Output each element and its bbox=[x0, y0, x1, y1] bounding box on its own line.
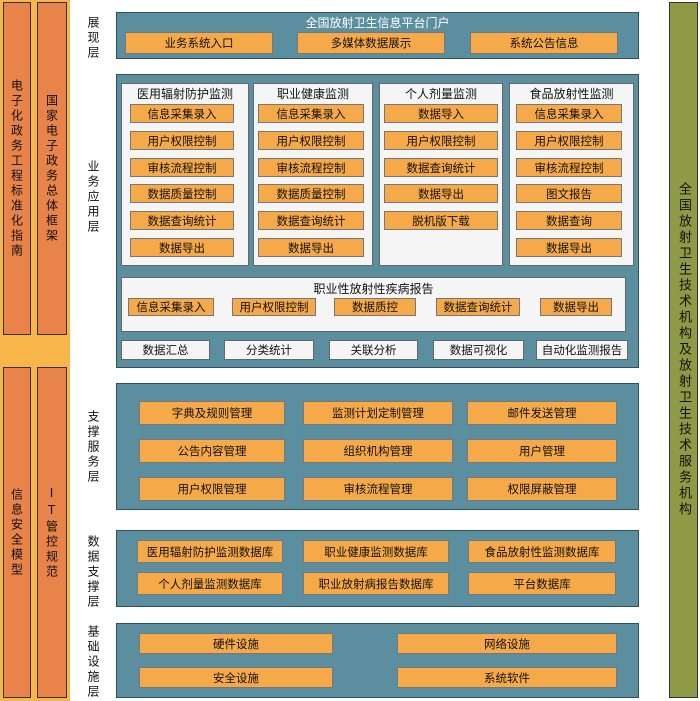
module-item[interactable]: 图文报告 bbox=[516, 184, 622, 203]
occupational-item[interactable]: 数据查询统计 bbox=[436, 298, 520, 316]
occupational-item[interactable]: 数据导出 bbox=[540, 298, 612, 316]
module-item[interactable]: 数据导入 bbox=[384, 104, 498, 123]
module-item[interactable]: 审核流程控制 bbox=[516, 158, 622, 177]
data-visualization-button[interactable]: 数据可视化 bbox=[433, 340, 524, 360]
module-item[interactable]: 数据查询统计 bbox=[258, 211, 364, 230]
module-item[interactable]: 审核流程控制 bbox=[130, 158, 234, 177]
support-item[interactable]: 字典及规则管理 bbox=[139, 401, 285, 425]
national-egov-framework-box: 国家电子政务总体框架 bbox=[37, 2, 67, 335]
business-system-entry-button[interactable]: 业务系统入口 bbox=[125, 32, 273, 54]
infrastructure-item[interactable]: 硬件设施 bbox=[139, 633, 333, 654]
module-item[interactable]: 数据质量控制 bbox=[130, 184, 234, 203]
module-item[interactable]: 信息采集录入 bbox=[516, 104, 622, 123]
module-item[interactable]: 数据导出 bbox=[130, 238, 234, 257]
module-item[interactable]: 审核流程控制 bbox=[258, 158, 364, 177]
portal-title: 全国放射卫生信息平台门户 bbox=[305, 16, 450, 30]
module-item[interactable]: 数据查询统计 bbox=[384, 158, 498, 177]
module-occupational-health: 职业健康监测 信息采集录入 用户权限控制 审核流程控制 数据质量控制 数据查询统… bbox=[253, 83, 373, 266]
module-item[interactable]: 数据查询统计 bbox=[130, 211, 234, 230]
infrastructure-item[interactable]: 网络设施 bbox=[397, 633, 617, 654]
database-item[interactable]: 医用辐射防护监测数据库 bbox=[137, 540, 283, 563]
module-item[interactable]: 用户权限控制 bbox=[384, 131, 498, 150]
database-item[interactable]: 职业放射病报告数据库 bbox=[303, 572, 449, 595]
module-title: 职业健康监测 bbox=[276, 87, 349, 101]
module-item[interactable]: 用户权限控制 bbox=[258, 131, 364, 150]
occupational-item[interactable]: 数据质控 bbox=[334, 298, 416, 316]
data-layer-panel: 医用辐射防护监测数据库 职业健康监测数据库 食品放射性监测数据库 个人剂量监测数… bbox=[116, 530, 639, 607]
data-layer-label: 数据支撑层 bbox=[86, 535, 100, 610]
auto-monitoring-report-button[interactable]: 自动化监测报告 bbox=[536, 340, 628, 360]
database-item[interactable]: 职业健康监测数据库 bbox=[303, 540, 449, 563]
support-item[interactable]: 邮件发送管理 bbox=[467, 401, 617, 425]
occupational-disease-report-panel: 职业性放射性疾病报告 信息采集录入 用户权限控制 数据质控 数据查询统计 数据导… bbox=[121, 277, 626, 332]
business-layer-label: 业务应用层 bbox=[86, 160, 100, 235]
classification-stats-button[interactable]: 分类统计 bbox=[224, 340, 314, 360]
module-personal-dose: 个人剂量监测 数据导入 用户权限控制 数据查询统计 数据导出 脱机版下载 bbox=[379, 83, 503, 266]
module-item[interactable]: 信息采集录入 bbox=[258, 104, 364, 123]
module-title: 个人剂量监测 bbox=[404, 87, 477, 101]
support-layer-label: 支撑服务层 bbox=[86, 410, 100, 485]
module-medical-radiation: 医用辐射防护监测 信息采集录入 用户权限控制 审核流程控制 数据质量控制 数据查… bbox=[121, 83, 249, 266]
module-item[interactable]: 数据导出 bbox=[258, 238, 364, 257]
occupational-item[interactable]: 用户权限控制 bbox=[232, 298, 316, 316]
database-item[interactable]: 食品放射性监测数据库 bbox=[468, 540, 616, 563]
business-layer-panel: 医用辐射防护监测 信息采集录入 用户权限控制 审核流程控制 数据质量控制 数据查… bbox=[116, 74, 639, 368]
support-item[interactable]: 公告内容管理 bbox=[139, 439, 285, 463]
module-item[interactable]: 数据导出 bbox=[384, 184, 498, 203]
support-item[interactable]: 组织机构管理 bbox=[303, 439, 453, 463]
module-item[interactable]: 数据质量控制 bbox=[258, 184, 364, 203]
presentation-layer-panel: 全国放射卫生信息平台门户 业务系统入口 多媒体数据展示 系统公告信息 bbox=[116, 12, 639, 59]
infrastructure-item[interactable]: 安全设施 bbox=[139, 667, 333, 688]
occupational-item[interactable]: 信息采集录入 bbox=[128, 298, 214, 316]
occupational-report-title: 职业性放射性疾病报告 bbox=[313, 282, 434, 296]
support-item[interactable]: 用户权限管理 bbox=[139, 477, 285, 501]
system-announcement-button[interactable]: 系统公告信息 bbox=[470, 32, 618, 54]
infrastructure-layer-panel: 硬件设施 网络设施 安全设施 系统软件 bbox=[116, 623, 639, 698]
it-control-spec-box: IT管控规范 bbox=[37, 367, 67, 698]
module-item[interactable]: 信息采集录入 bbox=[130, 104, 234, 123]
support-item[interactable]: 监测计划定制管理 bbox=[303, 401, 453, 425]
module-item[interactable]: 用户权限控制 bbox=[516, 131, 622, 150]
support-item[interactable]: 用户管理 bbox=[467, 439, 617, 463]
module-food-radioactivity: 食品放射性监测 信息采集录入 用户权限控制 审核流程控制 图文报告 数据查询 数… bbox=[509, 83, 634, 266]
support-layer-panel: 字典及规则管理 监测计划定制管理 邮件发送管理 公告内容管理 组织机构管理 用户… bbox=[116, 383, 639, 510]
module-title: 医用辐射防护监测 bbox=[136, 87, 233, 101]
association-analysis-button[interactable]: 关联分析 bbox=[329, 340, 418, 360]
data-summary-button[interactable]: 数据汇总 bbox=[121, 340, 210, 360]
radiation-health-institutions-box: 全国放射卫生技术机构及放射卫生技术服务机构 bbox=[669, 2, 698, 698]
support-item[interactable]: 权限屏蔽管理 bbox=[467, 477, 617, 501]
database-item[interactable]: 个人剂量监测数据库 bbox=[137, 572, 283, 595]
module-item[interactable]: 脱机版下载 bbox=[384, 211, 498, 230]
infrastructure-layer-label: 基础设施层 bbox=[86, 625, 100, 700]
module-item[interactable]: 用户权限控制 bbox=[130, 131, 234, 150]
support-item[interactable]: 审核流程管理 bbox=[303, 477, 453, 501]
presentation-layer-label: 展现层 bbox=[86, 16, 100, 61]
info-security-model-box: 信息安全模型 bbox=[3, 367, 31, 698]
module-item[interactable]: 数据查询 bbox=[516, 211, 622, 230]
module-title: 食品放射性监测 bbox=[529, 87, 614, 101]
module-item[interactable]: 数据导出 bbox=[516, 238, 622, 257]
infrastructure-item[interactable]: 系统软件 bbox=[397, 667, 617, 688]
multimedia-display-button[interactable]: 多媒体数据展示 bbox=[297, 32, 445, 54]
egov-standard-guide-box: 电子化政务工程标准化指南 bbox=[3, 2, 31, 335]
database-item[interactable]: 平台数据库 bbox=[468, 572, 616, 595]
